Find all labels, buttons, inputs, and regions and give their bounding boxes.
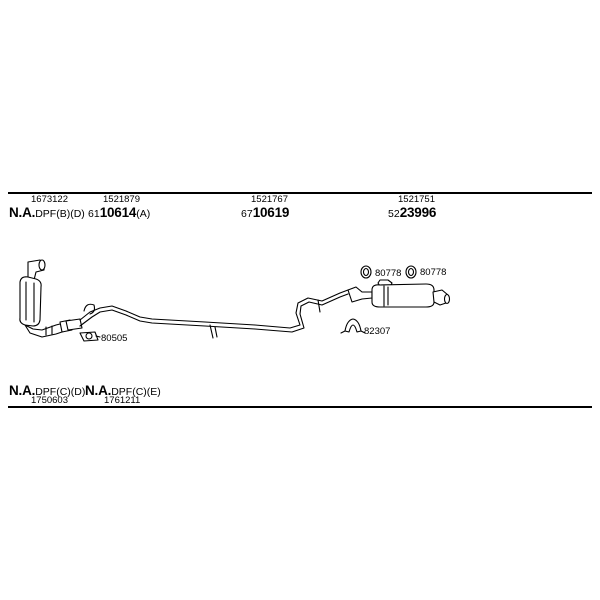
dpf-converter — [19, 259, 83, 338]
part-number-4: 1521751 — [398, 194, 435, 205]
part-number-2: 1521879 — [103, 194, 140, 205]
part-number-1: 1673122 — [31, 194, 68, 205]
footer-code-1: N.A.DPF(C)(D) — [9, 383, 86, 398]
clamp-part-b — [405, 265, 417, 279]
gasket-label: 80505 — [101, 333, 128, 344]
footer-code-2: N.A.DPF(C)(E) — [85, 383, 161, 398]
rear-muffler — [347, 279, 451, 308]
bracket-part — [340, 318, 366, 334]
front-pipe — [79, 289, 349, 339]
part-code-1: N.A.DPF(B)(D) — [9, 205, 85, 220]
footer-number-2: 1761211 — [104, 395, 141, 406]
part-number-3: 1521767 — [251, 194, 288, 205]
part-code-2: 6110614(A) — [88, 205, 151, 220]
gasket-part — [79, 331, 101, 342]
part-code-3: 6710619 — [241, 205, 290, 220]
footer-number-1: 1750603 — [31, 395, 68, 406]
clamp-label-a: 80778 — [375, 268, 402, 279]
bottom-divider — [8, 406, 592, 408]
clamp-part-a — [360, 265, 372, 279]
top-divider — [8, 192, 592, 194]
clamp-label-b: 80778 — [420, 267, 447, 278]
bracket-label: 82307 — [364, 326, 391, 337]
part-code-4: 5223996 — [388, 205, 437, 220]
